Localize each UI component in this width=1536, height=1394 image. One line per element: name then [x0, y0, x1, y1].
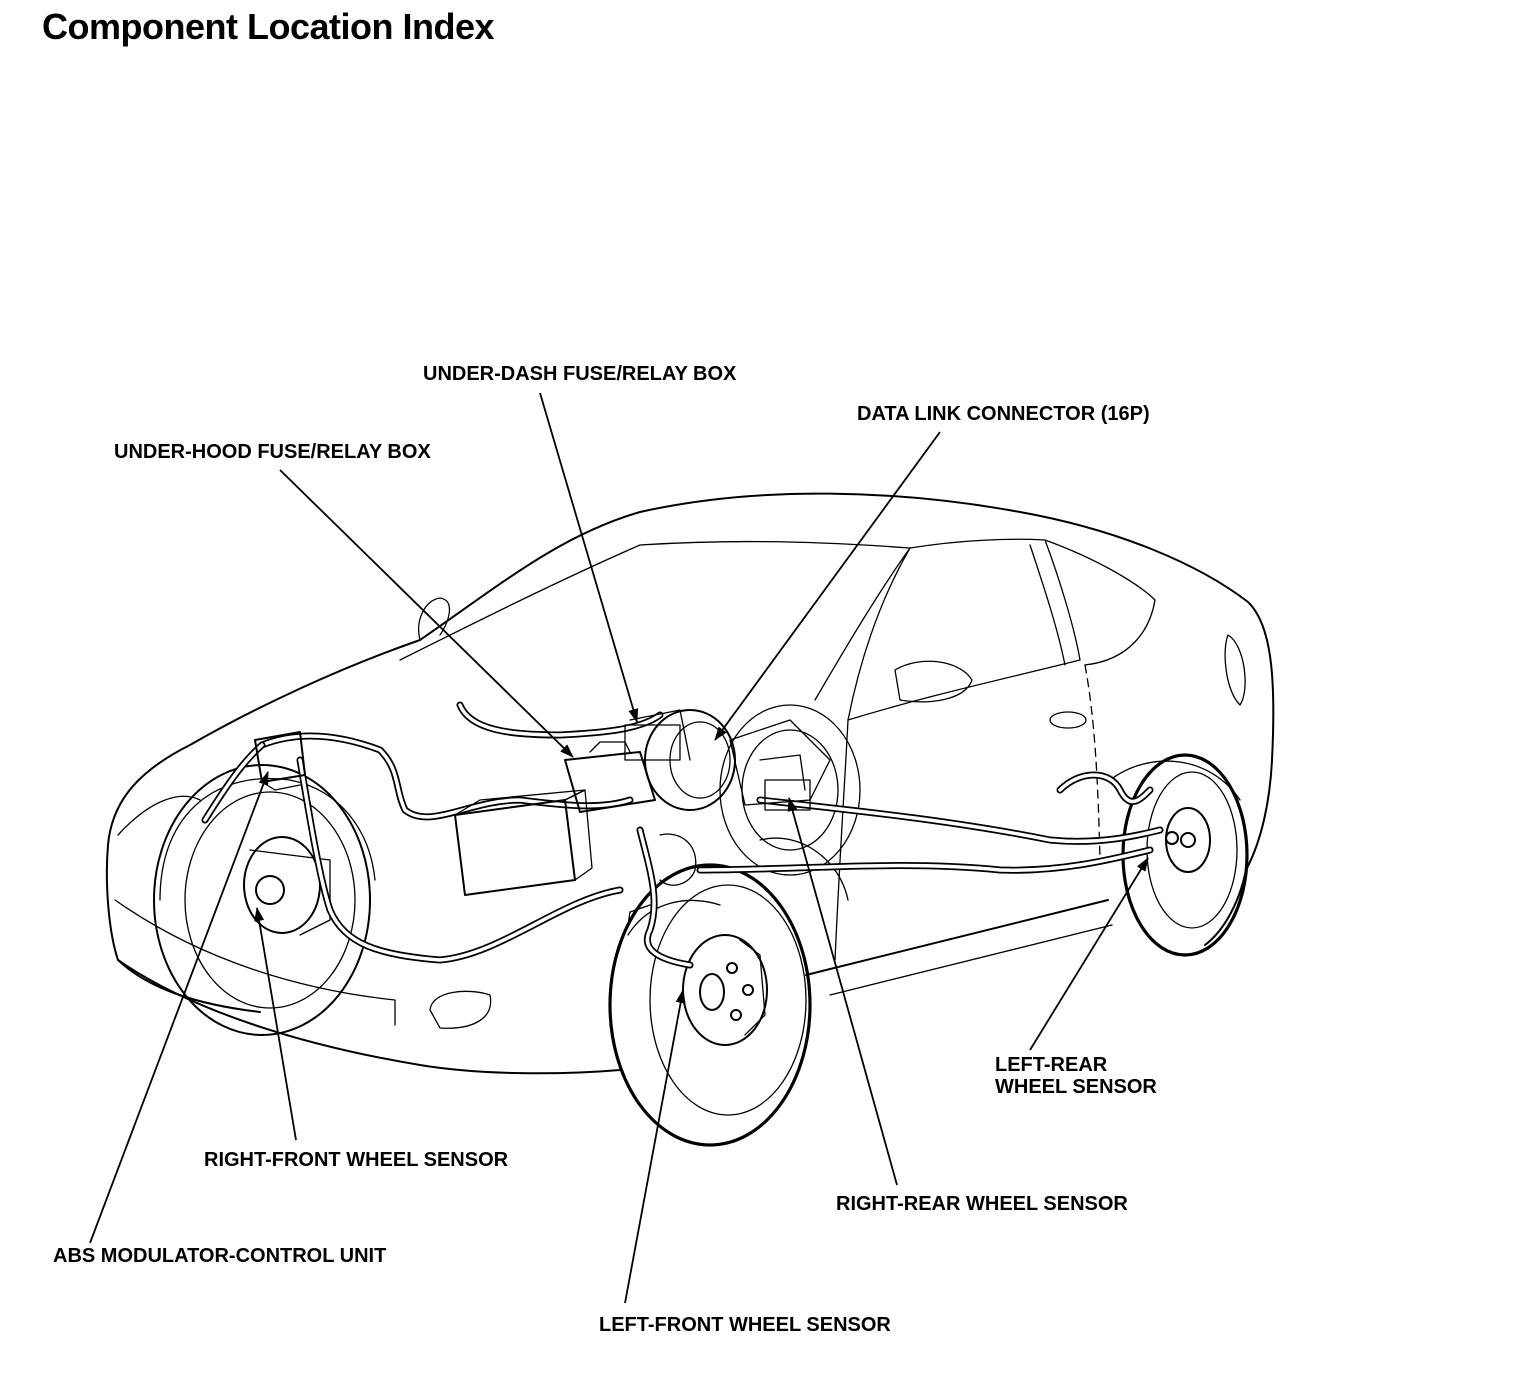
car-body-outline	[105, 492, 1275, 1075]
right-front-wheel	[153, 764, 371, 1036]
wiring-harness	[201, 701, 1164, 969]
label-left-rear-line1: LEFT-REAR	[995, 1054, 1108, 1076]
label-left-rear-line2: WHEEL SENSOR	[995, 1076, 1157, 1098]
under-hood-fuse-relay-box	[564, 741, 656, 813]
left-front-wheel	[608, 863, 812, 1147]
label-data-link-connector: DATA LINK CONNECTOR (16P)	[857, 403, 1150, 425]
page-title: Component Location Index	[42, 6, 495, 47]
label-under-dash-fuse-relay-box: UNDER-DASH FUSE/RELAY BOX	[423, 363, 737, 385]
leader-left-rear	[1029, 857, 1149, 1051]
leader-abs-unit	[89, 771, 269, 1244]
leader-lines	[89, 392, 1149, 1304]
leader-left-front	[624, 989, 686, 1304]
leader-under-hood	[279, 469, 574, 758]
leader-data-link	[714, 431, 941, 741]
front-left-sensor-bracket	[627, 833, 697, 926]
label-left-front-wheel-sensor: LEFT-FRONT WHEEL SENSOR	[599, 1314, 891, 1336]
leader-right-front	[254, 907, 297, 1141]
leader-right-rear	[787, 797, 898, 1186]
label-abs-modulator-control-unit: ABS MODULATOR-CONTROL UNIT	[53, 1245, 387, 1267]
leader-under-dash	[539, 392, 639, 723]
label-under-hood-fuse-relay-box: UNDER-HOOD FUSE/RELAY BOX	[114, 441, 431, 463]
label-right-front-wheel-sensor: RIGHT-FRONT WHEEL SENSOR	[204, 1149, 509, 1171]
brake-master-cylinder	[624, 709, 736, 811]
label-right-rear-wheel-sensor: RIGHT-REAR WHEEL SENSOR	[836, 1193, 1128, 1215]
dash-component-cluster	[729, 719, 831, 811]
